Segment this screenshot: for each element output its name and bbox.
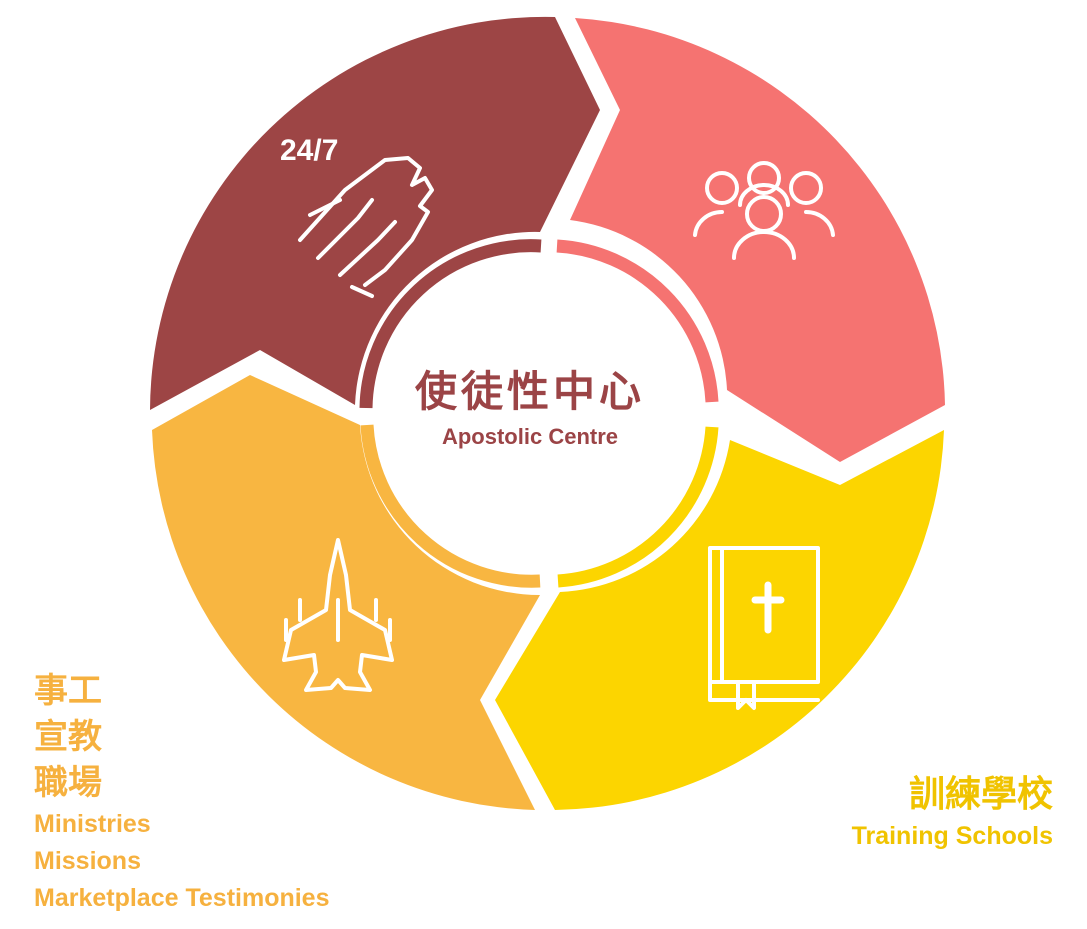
inner-ring-ministry-arc	[360, 424, 541, 588]
inner-ring-training-arc	[557, 426, 719, 588]
missions-caption-zh-line: 宣教	[34, 717, 102, 757]
ministries-caption: 事工 宣教 職場 Ministries Missions Marketplace…	[34, 668, 329, 917]
marketplace-caption-zh-line: 職場	[34, 763, 102, 803]
training-segment	[495, 430, 944, 810]
center-title-zh: 使徒性中心	[414, 367, 645, 416]
ministries-caption-en-line: Ministries	[34, 810, 151, 838]
ministries-caption-zh-line: 事工	[34, 671, 102, 711]
inner-ring-prayer-arc	[359, 239, 542, 409]
prayer-icon-label: 24/7	[280, 134, 338, 167]
training-caption-zh: 訓練學校	[908, 774, 1053, 815]
community-segment	[570, 18, 945, 462]
training-schools-caption: 訓練學校 Training Schools	[852, 772, 1053, 855]
people-group-icon	[693, 161, 835, 260]
center-title-en: Apostolic Centre	[441, 424, 619, 449]
bible-icon	[708, 546, 820, 710]
fighter-jet-icon	[282, 538, 394, 692]
marketplace-caption-en-line: Marketplace Testimonies	[34, 884, 330, 912]
praying-hands-icon: 24/7	[280, 134, 434, 298]
training-caption-en: Training Schools	[851, 822, 1053, 850]
missions-caption-en-line: Missions	[34, 847, 141, 875]
prayer-segment	[150, 16, 600, 410]
inner-ring-community-arc	[556, 239, 719, 403]
